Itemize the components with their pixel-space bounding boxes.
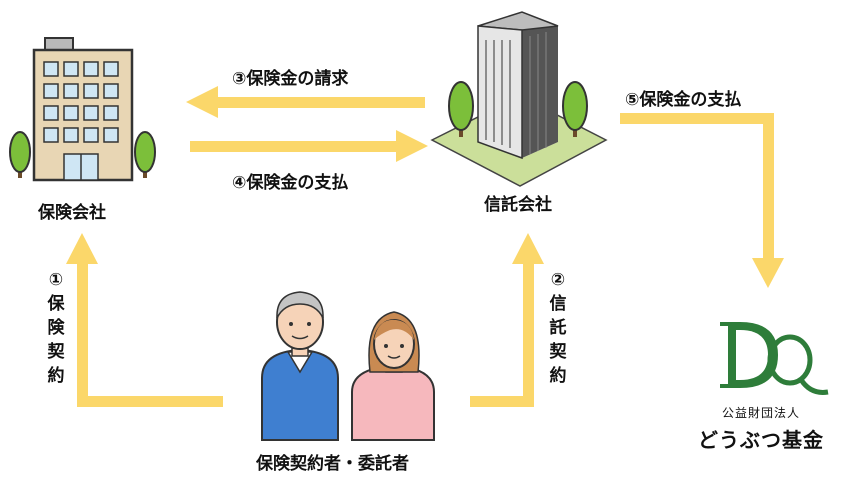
arrow-trust-contract [470,233,544,407]
insurance-contract-label: ① 保 険 契 約 [44,268,68,388]
trust-contract-label: ② 信 託 契 約 [546,268,570,388]
insurance-contract-char: 険 [47,318,65,338]
insurance-company-building-icon [32,37,134,182]
tree-icon [134,131,156,178]
elderly-woman-icon [351,311,435,441]
trust-contract-char: 信 [549,294,567,314]
insurance-contract-char: 保 [47,294,65,314]
policyholder-label: 保険契約者・委託者 [256,454,409,474]
elderly-man-icon [261,291,339,441]
trust-company-building-icon [430,11,608,187]
arrow-payment-to-trust [190,130,428,162]
logo-org-type: 公益財団法人 [722,406,801,420]
arrow-request-label: ③保険金の請求 [232,69,349,89]
insurance-contract-char: 約 [47,366,65,386]
arrow-payment-to-trust-label: ④保険金の支払 [232,173,349,193]
insurance-contract-char: ① [48,270,64,290]
arrow-insurance-contract [66,233,223,407]
tree-icon [448,81,474,137]
insurance-contract-char: 契 [47,342,65,362]
trust-company-label: 信託会社 [484,195,552,215]
dobutsu-kikin-logo-icon [720,322,829,395]
trust-contract-char: 託 [549,318,567,338]
arrow-payment-to-fund-label: ⑤保険金の支払 [625,90,742,110]
tree-icon [562,81,588,137]
logo-name: どうぶつ基金 [698,428,824,452]
tree-icon [9,131,31,178]
insurance-company-label: 保険会社 [38,203,106,223]
arrow-payment-to-fund [620,113,784,288]
trust-contract-char: 契 [549,342,567,362]
trust-contract-char: ② [550,270,566,290]
arrow-request [186,86,425,118]
trust-contract-char: 約 [549,366,567,386]
